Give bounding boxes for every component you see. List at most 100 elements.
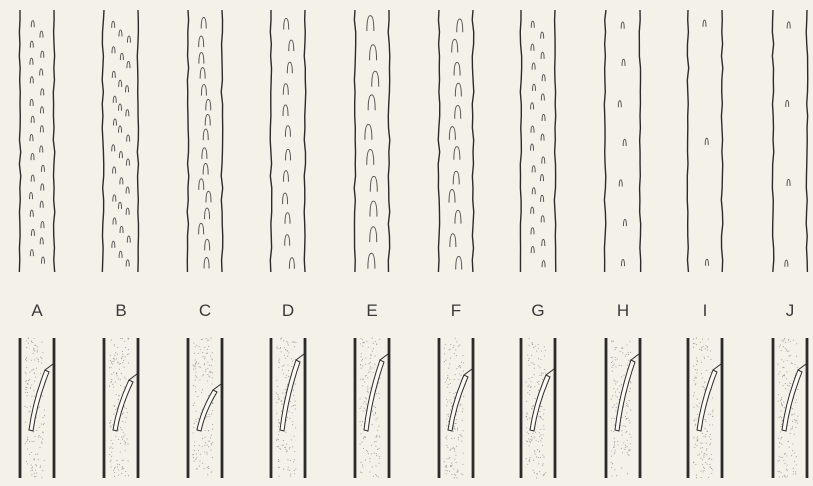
- spore-mark: [531, 228, 534, 235]
- stipple-dot: [361, 442, 362, 443]
- stipple-dot: [455, 475, 456, 476]
- spore-mark: [40, 201, 43, 208]
- stipple-dot: [42, 417, 43, 418]
- stipple-dot: [538, 384, 539, 385]
- stipple-dot: [711, 473, 712, 474]
- stipple-dot: [374, 356, 375, 357]
- stipple-dot: [375, 465, 376, 466]
- stipple-dot: [789, 382, 790, 383]
- stipple-dot: [530, 439, 531, 440]
- spore-mark: [206, 99, 211, 110]
- stipple-dot: [370, 471, 371, 472]
- spore-mark: [370, 45, 377, 60]
- stipple-dot: [783, 341, 784, 342]
- panel-label-e: E: [366, 301, 377, 320]
- stipple-dot: [445, 360, 446, 361]
- stipple-dot: [710, 350, 711, 351]
- stipple-dot: [696, 377, 697, 378]
- stipple-dot: [457, 430, 458, 431]
- stipple-dot: [526, 401, 527, 402]
- stipple-dot: [613, 431, 614, 432]
- stipple-dot: [693, 343, 694, 344]
- stipple-dot: [702, 433, 703, 434]
- stipple-dot: [457, 428, 458, 429]
- stipple-dot: [612, 356, 613, 357]
- spore-mark: [113, 195, 116, 202]
- stipple-dot: [453, 447, 454, 448]
- stipple-dot: [279, 431, 280, 432]
- stipple-dot: [36, 430, 37, 431]
- panel-label-g: G: [531, 301, 544, 320]
- stipple-dot: [128, 339, 129, 340]
- stipple-dot: [792, 414, 793, 415]
- stipple-dot: [41, 477, 42, 478]
- stipple-dot: [541, 418, 542, 419]
- spore-mark: [112, 21, 115, 28]
- stipple-dot: [778, 471, 779, 472]
- stipple-dot: [630, 410, 631, 411]
- stipple-dot: [125, 471, 126, 472]
- stipple-dot: [795, 473, 796, 474]
- stipple-dot: [195, 386, 196, 387]
- spore-mark: [623, 220, 626, 227]
- spore-mark: [205, 208, 210, 219]
- stipple-dot: [454, 423, 455, 424]
- panel-label-h: H: [617, 301, 629, 320]
- stipple-dot: [197, 396, 198, 397]
- stipple-dot: [697, 399, 698, 400]
- stipple-dot: [379, 458, 380, 459]
- stipple-dot: [194, 366, 195, 367]
- stipple-dot: [206, 418, 207, 419]
- stipple-dot: [111, 379, 112, 380]
- spore-mark: [370, 201, 377, 216]
- spore-mark: [31, 154, 34, 161]
- stipple-dot: [372, 351, 373, 352]
- stipple-dot: [701, 477, 702, 478]
- stipple-dot: [787, 470, 788, 471]
- stipple-dot: [38, 361, 39, 362]
- stipple-dot: [206, 445, 207, 446]
- spore-mark: [201, 85, 206, 96]
- stipple-dot: [535, 398, 536, 399]
- stipple-dot: [706, 370, 707, 371]
- spore-mark: [120, 178, 123, 185]
- stipple-dot: [193, 342, 194, 343]
- stipple-dot: [110, 461, 111, 462]
- stipple-dot: [279, 476, 280, 477]
- stipple-dot: [544, 369, 545, 370]
- stipple-dot: [448, 384, 449, 385]
- stipple-dot: [195, 366, 196, 367]
- spore-mark: [199, 36, 204, 47]
- stipple-dot: [24, 406, 25, 407]
- stipple-dot: [28, 411, 29, 412]
- stipple-dot: [704, 468, 705, 469]
- stipple-dot: [529, 358, 530, 359]
- stipple-dot: [778, 364, 779, 365]
- stipple-dot: [114, 355, 115, 356]
- spore-mark: [286, 149, 291, 160]
- stipple-dot: [362, 365, 363, 366]
- spore-mark: [127, 36, 130, 43]
- stipple-dot: [282, 404, 283, 405]
- stipple-dot: [288, 352, 289, 353]
- stipple-dot: [110, 360, 111, 361]
- spore-mark: [370, 227, 377, 242]
- stipple-dot: [290, 476, 291, 477]
- stipple-dot: [210, 371, 211, 372]
- stipple-dot: [696, 338, 697, 339]
- stipple-dot: [695, 384, 696, 385]
- stipple-dot: [125, 378, 126, 379]
- stipple-dot: [615, 392, 616, 393]
- stipple-dot: [208, 430, 209, 431]
- stipple-dot: [706, 454, 707, 455]
- stipple-dot: [794, 413, 795, 414]
- spore-mark: [41, 222, 44, 229]
- stipple-dot: [450, 466, 451, 467]
- stipple-dot: [545, 472, 546, 473]
- stipple-dot: [126, 417, 127, 418]
- stipple-dot: [113, 361, 114, 362]
- stipple-dot: [31, 396, 32, 397]
- stipple-dot: [617, 381, 618, 382]
- panel-label-c: C: [199, 301, 211, 320]
- hypha-tip: [129, 374, 137, 380]
